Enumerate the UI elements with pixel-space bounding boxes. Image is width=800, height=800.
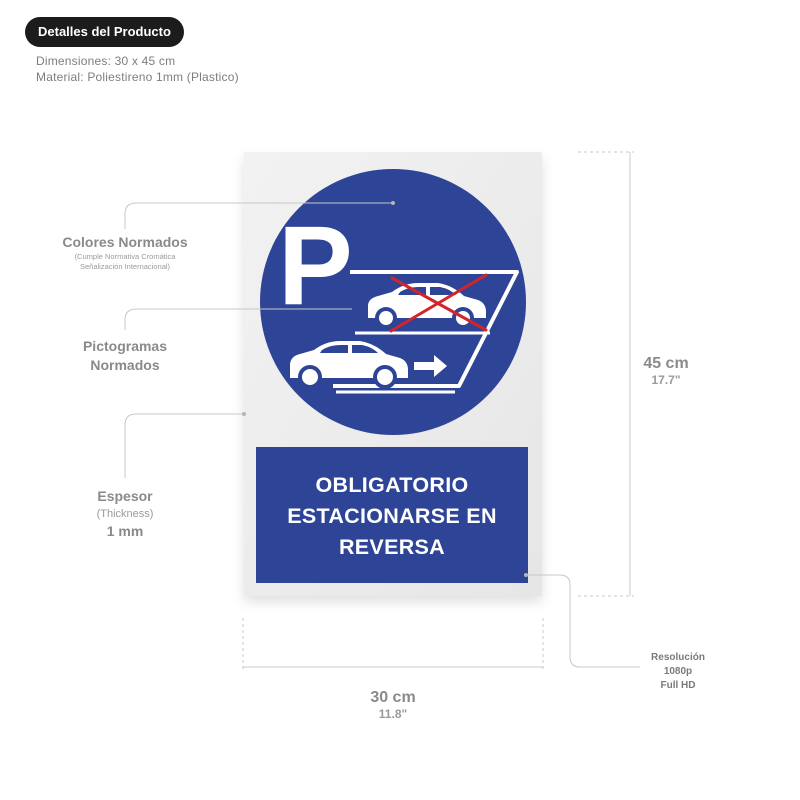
pictograms-callout: Pictogramas Normados <box>55 337 195 375</box>
colors-callout: Colores Normados (Cumple Normativa Cromá… <box>45 233 205 272</box>
resolution-line-2: 1080p <box>663 666 693 677</box>
sign-line-2: ESTACIONARSE EN <box>287 503 497 528</box>
width-cm: 30 cm <box>370 689 416 706</box>
resolution-line-3: Full HD <box>660 680 696 691</box>
arrow-right-icon <box>414 355 447 377</box>
height-in: 17.7" <box>651 373 681 387</box>
material-text: Material: Poliestireno 1mm (Plastico) <box>36 70 239 84</box>
prohibited-cross-icon <box>389 273 488 333</box>
colors-sub-2: Señalización Internacional) <box>79 262 171 271</box>
sign-text-panel <box>256 447 528 583</box>
sign-line-1: OBLIGATORIO <box>315 472 469 497</box>
reverse-car-icon <box>290 341 408 389</box>
height-cm: 45 cm <box>643 355 689 372</box>
pictograms-line-2: Normados <box>90 357 160 373</box>
thickness-title: Espesor <box>97 488 153 504</box>
thickness-sub: (Thickness) <box>96 508 154 520</box>
pictograms-line-1: Pictogramas <box>82 338 168 354</box>
thickness-callout: Espesor (Thickness) 1 mm <box>65 487 185 541</box>
thickness-value: 1 mm <box>106 523 144 539</box>
dimensions-text: Dimensiones: 30 x 45 cm <box>36 54 176 68</box>
parking-letter: P <box>278 203 353 328</box>
product-details-badge: Detalles del Producto <box>25 17 184 47</box>
width-in: 11.8" <box>378 707 408 721</box>
width-dimension: 30 cm 11.8" <box>343 689 443 721</box>
sign-message: OBLIGATORIO ESTACIONARSE EN REVERSA <box>256 450 528 582</box>
sign-line-3: REVERSA <box>338 534 446 559</box>
resolution-line-1: Resolución <box>651 652 705 663</box>
resolution-callout: Resolución 1080p Full HD <box>640 651 716 693</box>
colors-sub-1: (Cumple Normativa Cromática <box>74 252 176 261</box>
height-dimension: 45 cm 17.7" <box>626 355 706 387</box>
parking-lane-icon <box>333 270 519 388</box>
colors-title: Colores Normados <box>62 234 188 250</box>
